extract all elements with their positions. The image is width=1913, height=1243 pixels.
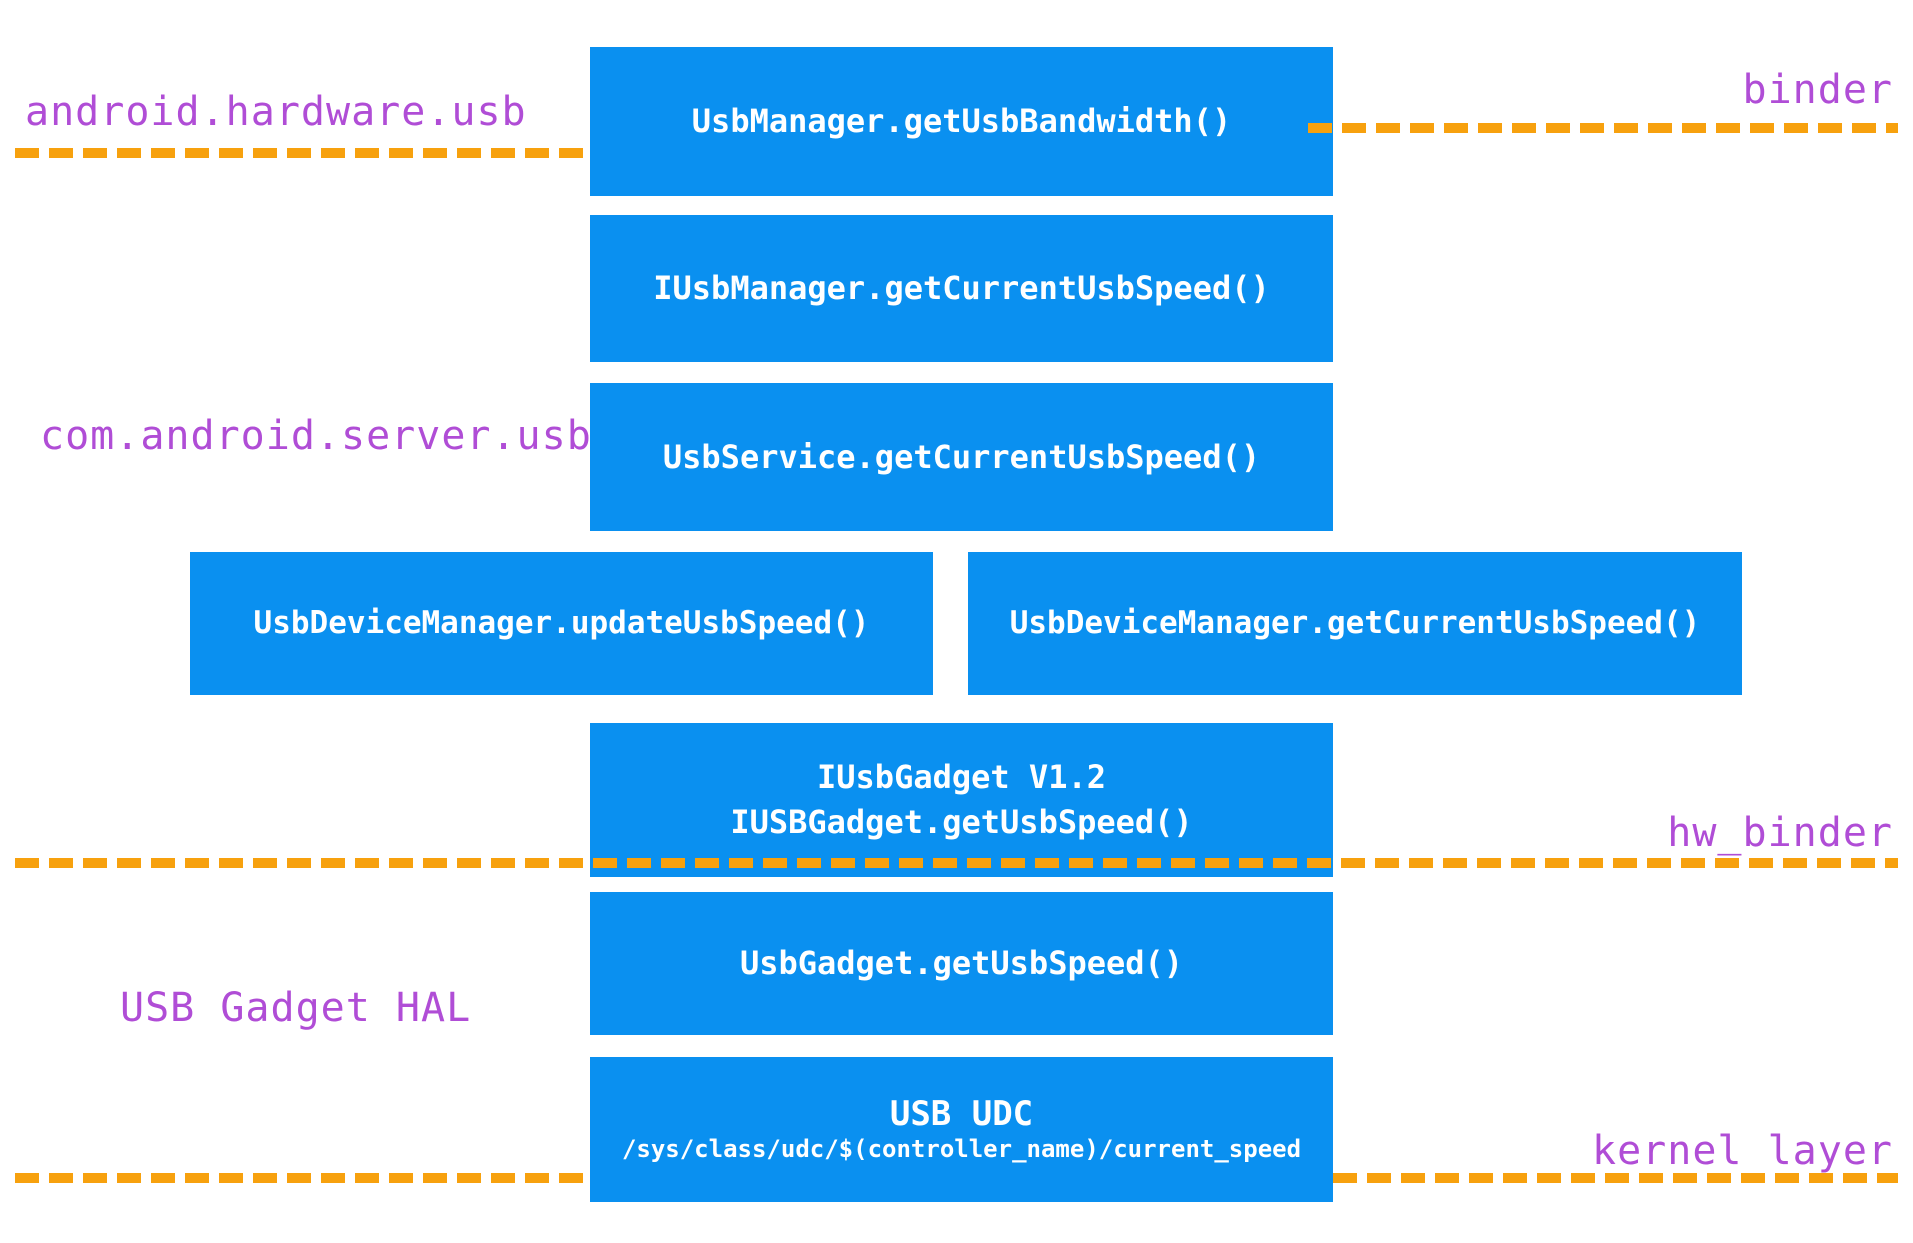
box-usb-udc-path: /sys/class/udc/$(controller_name)/curren…	[621, 1135, 1302, 1164]
label-com-android-server-usb: com.android.server.usb	[40, 413, 592, 459]
label-hw-binder: hw_binder	[1667, 810, 1893, 856]
label-android-hardware-usb: android.hardware.usb	[25, 89, 527, 135]
box-usb-device-manager-get-label: UsbDeviceManager.getCurrentUsbSpeed()	[1009, 604, 1701, 641]
label-usb-gadget-hal: USB Gadget HAL	[120, 985, 472, 1031]
binder-boundary-line-left	[15, 148, 590, 158]
box-usb-device-manager-update: UsbDeviceManager.updateUsbSpeed()	[190, 552, 933, 695]
binder-boundary-line-right	[1308, 123, 1898, 133]
box-iusb-gadget: IUsbGadget V1.2 IUSBGadget.getUsbSpeed()	[590, 723, 1333, 877]
box-iusb-gadget-line2: IUSBGadget.getUsbSpeed()	[730, 803, 1193, 841]
box-usb-udc: USB UDC /sys/class/udc/$(controller_name…	[590, 1057, 1333, 1202]
label-kernel-layer: kernel layer	[1592, 1128, 1893, 1174]
box-usb-device-manager-update-label: UsbDeviceManager.updateUsbSpeed()	[253, 604, 870, 641]
box-iusb-gadget-line1: IUsbGadget V1.2	[817, 758, 1106, 797]
box-usb-service: UsbService.getCurrentUsbSpeed()	[590, 383, 1333, 531]
box-usb-service-label: UsbService.getCurrentUsbSpeed()	[662, 437, 1261, 476]
box-usb-device-manager-get: UsbDeviceManager.getCurrentUsbSpeed()	[968, 552, 1742, 695]
kernel-boundary-line-left	[15, 1173, 590, 1183]
box-usb-gadget: UsbGadget.getUsbSpeed()	[590, 892, 1333, 1035]
box-usb-manager: UsbManager.getUsbBandwidth()	[590, 47, 1333, 196]
label-binder: binder	[1742, 67, 1893, 113]
box-iusb-manager-label: IUsbManager.getCurrentUsbSpeed()	[653, 269, 1270, 308]
box-usb-manager-label: UsbManager.getUsbBandwidth()	[691, 102, 1232, 141]
box-usb-udc-title: USB UDC	[889, 1093, 1034, 1134]
box-usb-gadget-label: UsbGadget.getUsbSpeed()	[739, 944, 1184, 983]
hw-binder-boundary-line	[15, 858, 1898, 868]
box-iusb-manager: IUsbManager.getCurrentUsbSpeed()	[590, 215, 1333, 362]
kernel-boundary-line-right	[1333, 1173, 1898, 1183]
